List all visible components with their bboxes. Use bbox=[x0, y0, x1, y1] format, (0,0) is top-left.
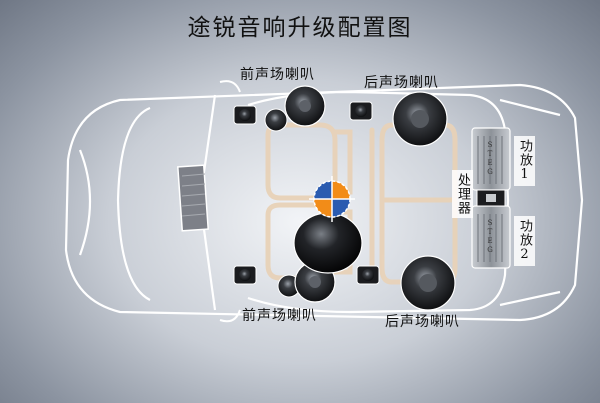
amp-brand-1: STEG bbox=[486, 141, 494, 177]
page-title: 途锐音响升级配置图 bbox=[187, 15, 413, 41]
tweeter-rear-left bbox=[349, 101, 373, 121]
label-amp2: 功放2 bbox=[514, 216, 535, 266]
tweeter-front-left bbox=[233, 105, 257, 125]
speaker-front-left-mid bbox=[264, 85, 326, 132]
amp-brand-2: STEG bbox=[486, 219, 494, 255]
subwoofer bbox=[293, 212, 363, 274]
speaker-rear-right bbox=[400, 255, 456, 311]
amplifier-2 bbox=[471, 205, 511, 269]
label-front-bottom: 前声场喇叭 bbox=[242, 308, 317, 324]
amplifier-1 bbox=[471, 127, 511, 191]
label-rear-bottom: 后声场喇叭 bbox=[385, 314, 460, 330]
label-front-top: 前声场喇叭 bbox=[240, 67, 315, 83]
label-processor: 处理器 bbox=[452, 170, 473, 218]
label-amp1: 功放1 bbox=[514, 136, 535, 186]
dashboard-vent bbox=[176, 164, 210, 232]
speaker-rear-left bbox=[392, 91, 448, 147]
processor bbox=[476, 189, 506, 207]
listening-target-icon bbox=[309, 176, 355, 222]
tweeter-front-right bbox=[233, 265, 257, 285]
label-rear-top: 后声场喇叭 bbox=[364, 75, 439, 91]
tweeter-rear-right bbox=[356, 265, 380, 285]
side-mirrors bbox=[219, 80, 241, 323]
